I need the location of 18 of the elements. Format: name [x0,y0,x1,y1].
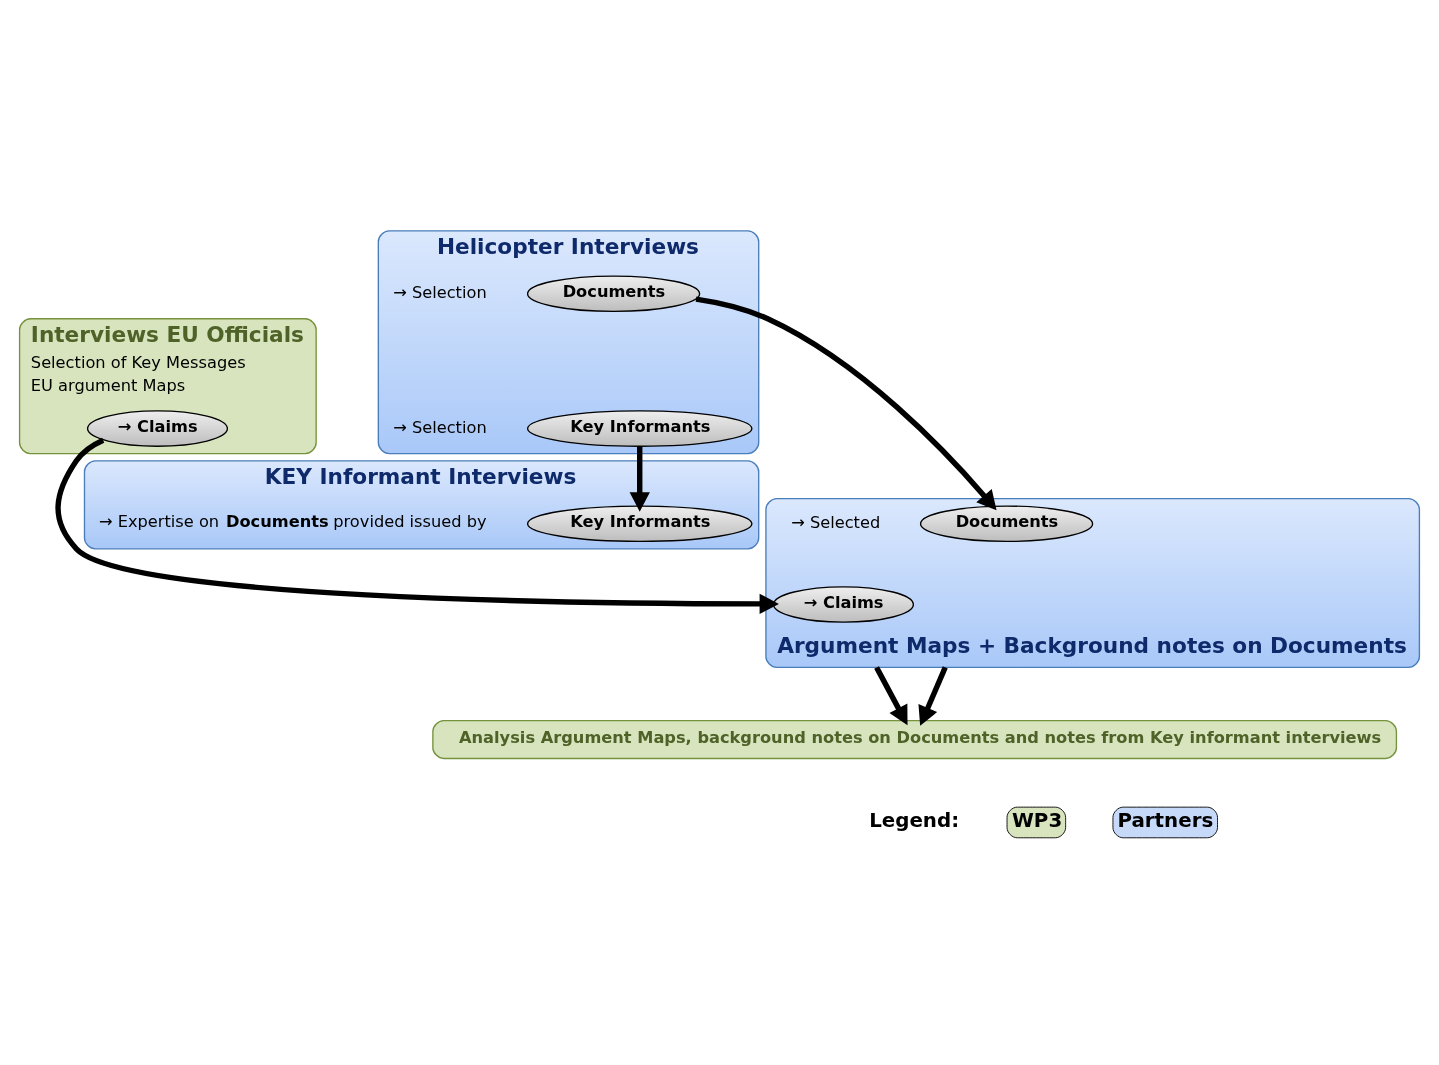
node-box: Analysis Argument Maps, background notes on Documents and notes from Key informant interviews [432,719,1398,760]
arrow [629,446,650,512]
node-label: → Selection [393,282,487,302]
arrow [695,296,997,511]
node-ellipse: → Claims [86,410,229,447]
node-label: → Selected [791,512,881,532]
arrow [874,666,908,726]
legend-label: Partners [1117,808,1214,832]
node-label: → Selection [393,417,487,437]
label: Legend: [869,808,960,832]
node-ellipse: Documents [919,505,1094,543]
node-ellipse: → Claims [772,586,915,623]
node-label: → Expertise on Documents provided issued by [98,511,487,531]
node-ellipse: Documents [526,275,701,313]
node-ellipse: Key Informants [526,410,753,447]
arrow [918,666,948,726]
legend-label: WP3 [1011,808,1063,832]
node-ellipse: Key Informants [526,505,753,543]
